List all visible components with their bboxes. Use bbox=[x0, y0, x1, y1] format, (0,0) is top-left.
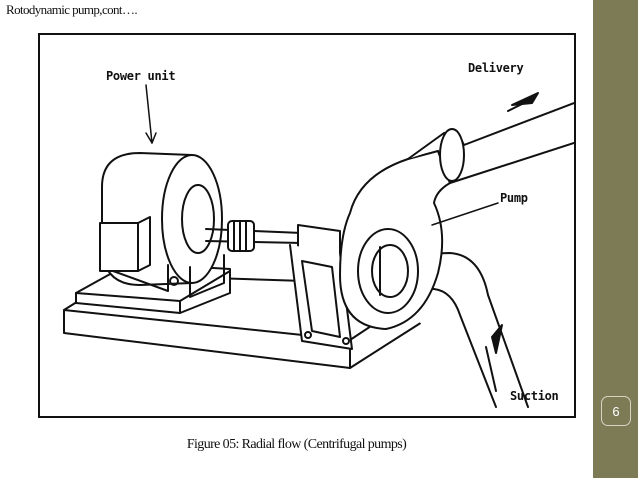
page-number-badge: 6 bbox=[601, 396, 631, 426]
label-delivery: Delivery bbox=[468, 61, 524, 75]
diagram-frame: Power unit Delivery Pump Suction bbox=[38, 33, 576, 418]
flow-arrows bbox=[485, 92, 539, 392]
label-suction: Suction bbox=[510, 389, 559, 403]
pump-pedestal bbox=[289, 244, 353, 350]
label-pump: Pump bbox=[500, 191, 528, 205]
label-power-unit: Power unit bbox=[106, 69, 176, 83]
figure-caption: Figure 05: Radial flow (Centrifugal pump… bbox=[186, 437, 407, 452]
delivery-pipe bbox=[407, 102, 574, 184]
pump-diagram bbox=[63, 84, 574, 408]
leader-lines bbox=[145, 84, 499, 226]
slide-title: Rotodynamic pump,cont…. bbox=[6, 2, 138, 17]
slide-sidebar bbox=[593, 0, 638, 478]
power-unit bbox=[99, 152, 225, 298]
